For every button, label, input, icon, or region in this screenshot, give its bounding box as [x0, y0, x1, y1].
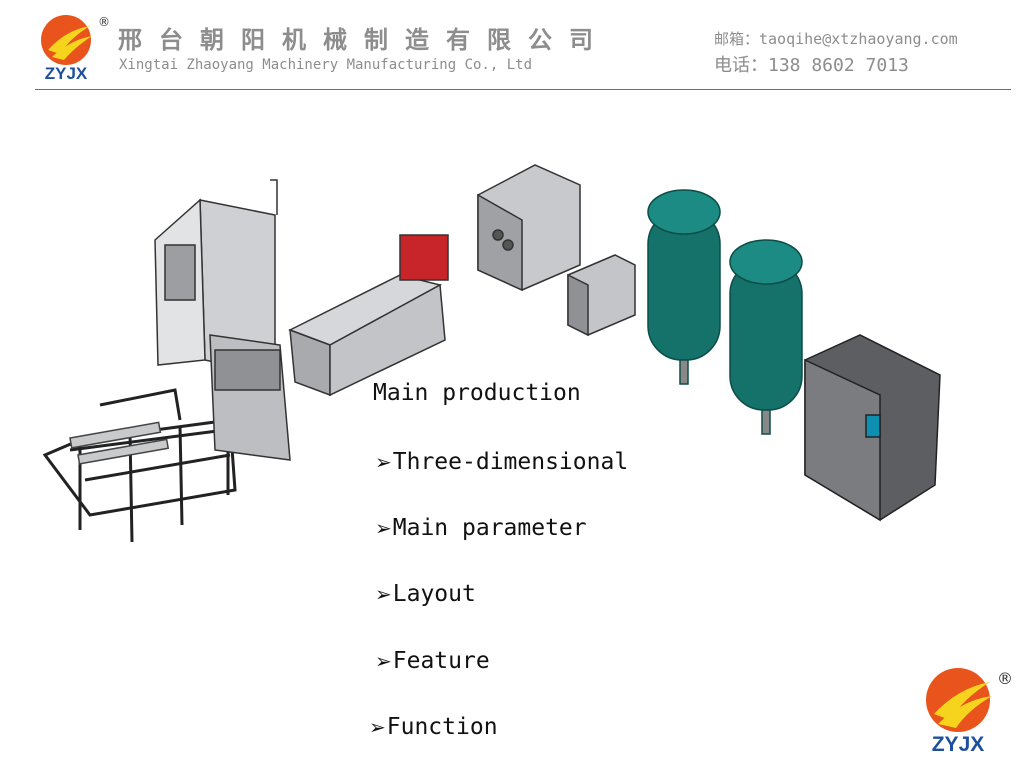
header-divider — [35, 89, 1011, 90]
registered-mark: ® — [98, 15, 110, 29]
arrow-bullet-icon: ➢ — [375, 516, 392, 540]
air-tank-1 — [647, 189, 721, 385]
menu-item-feature[interactable]: ➢Feature — [375, 648, 490, 674]
extruder-base — [209, 334, 291, 461]
menu-item-main-parameter[interactable]: ➢Main parameter — [375, 515, 587, 541]
extruder-barrel — [288, 234, 449, 397]
menu-title: Main production — [373, 380, 581, 406]
arrow-bullet-icon: ➢ — [375, 649, 392, 673]
company-name-en: Xingtai Zhaoyang Machinery Manufacturing… — [119, 57, 533, 73]
menu-item-label: Layout — [392, 581, 476, 607]
cooling-unit — [477, 164, 581, 292]
contact-phone: 电话：138 8602 7013 — [714, 55, 909, 76]
logo-swoosh — [934, 682, 990, 720]
arrow-bullet-icon: ➢ — [375, 450, 392, 474]
menu-item-label: Main parameter — [392, 515, 587, 541]
menu-item-three-dimensional[interactable]: ➢Three-dimensional — [375, 449, 628, 475]
arrow-bullet-icon: ➢ — [369, 715, 386, 739]
menu-item-layout[interactable]: ➢Layout — [375, 581, 476, 607]
logo-text: ZYJX — [932, 733, 985, 756]
logo-text: ZYJX — [45, 64, 88, 83]
winder-rollers — [69, 421, 170, 465]
company-name-cn: 邢台朝阳机械制造有限公司 — [118, 26, 610, 54]
zyjx-logo: ZYJX ® — [41, 15, 110, 83]
menu-item-label: Feature — [392, 648, 490, 674]
registered-mark: ® — [997, 669, 1013, 688]
logo-swoosh-2 — [52, 36, 92, 60]
control-cabinet — [154, 179, 278, 376]
logo-swoosh — [48, 26, 90, 54]
small-unit — [567, 254, 636, 337]
logo-swoosh-2 — [938, 696, 992, 728]
air-tank-2 — [729, 239, 803, 435]
zyjx-logo-footer: ZYJX ® — [926, 668, 1013, 756]
contact-email: 邮箱：taoqihe@xtzhaoyang.com — [714, 30, 958, 48]
menu-item-label: Three-dimensional — [392, 449, 629, 475]
air-compressor — [804, 334, 941, 522]
winder-frame — [42, 388, 237, 543]
production-line-illustration — [42, 164, 941, 543]
menu-item-label: Function — [386, 714, 498, 740]
menu-item-function[interactable]: ➢Function — [369, 714, 498, 740]
header: ZYJX ® 邢台朝阳机械制造有限公司 Xingtai Zhaoyang Mac… — [0, 0, 1019, 95]
arrow-bullet-icon: ➢ — [375, 582, 392, 606]
